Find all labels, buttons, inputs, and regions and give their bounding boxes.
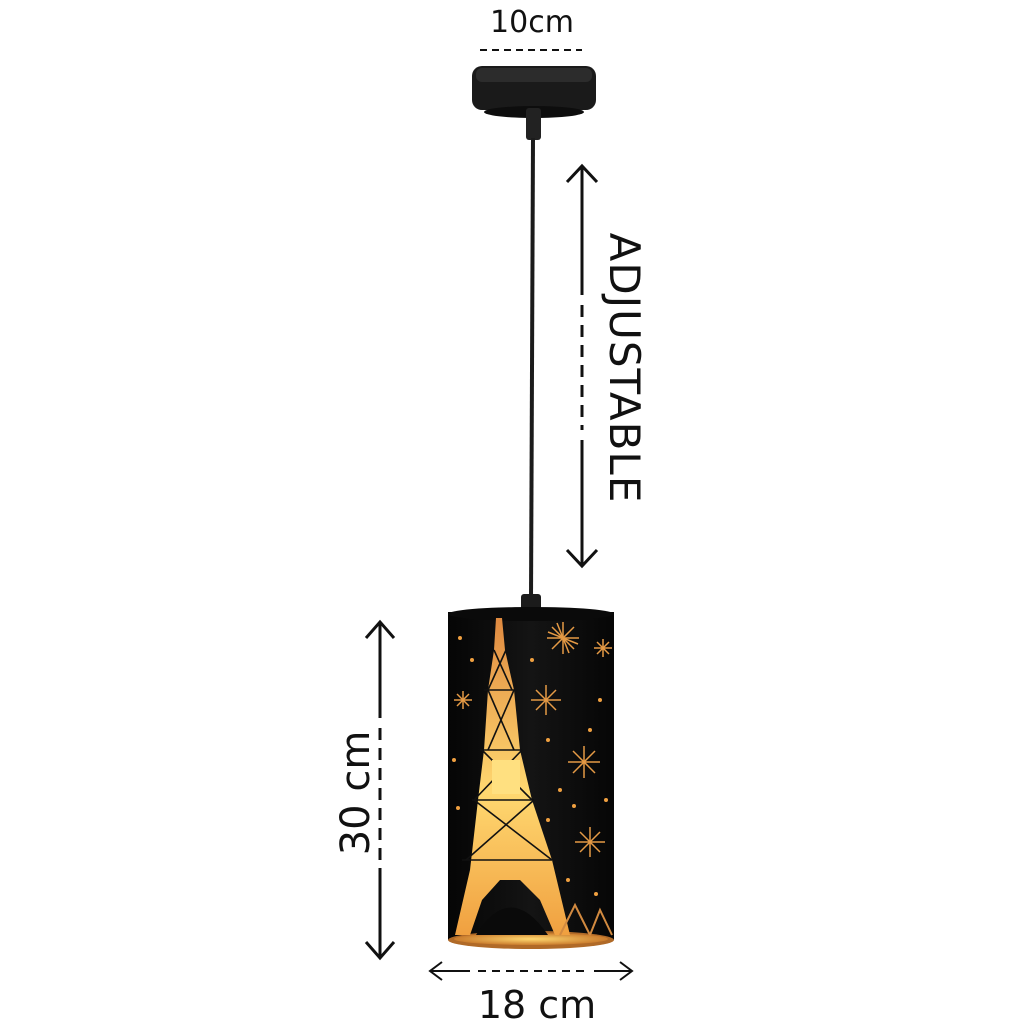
- rim-pattern: [559, 902, 613, 936]
- cord-grip: [526, 108, 541, 140]
- eiffel-tower-cutout-icon: [455, 618, 570, 935]
- shade-width-label: 18 cm: [477, 983, 597, 1027]
- firework-cutout-icon: [454, 622, 612, 857]
- adjustable-label: ADJUSTABLE: [600, 232, 649, 504]
- sparkle-dots: [452, 636, 608, 896]
- top-width-label: 10cm: [490, 5, 574, 40]
- adjustable-arrow-icon: [565, 163, 599, 569]
- height-arrow-icon: [364, 619, 396, 961]
- width-arrow-icon: [428, 961, 634, 981]
- lamp-shade: [448, 607, 614, 949]
- shade-height-label: 30 cm: [333, 730, 379, 856]
- pendant-cord-icon: [529, 137, 535, 601]
